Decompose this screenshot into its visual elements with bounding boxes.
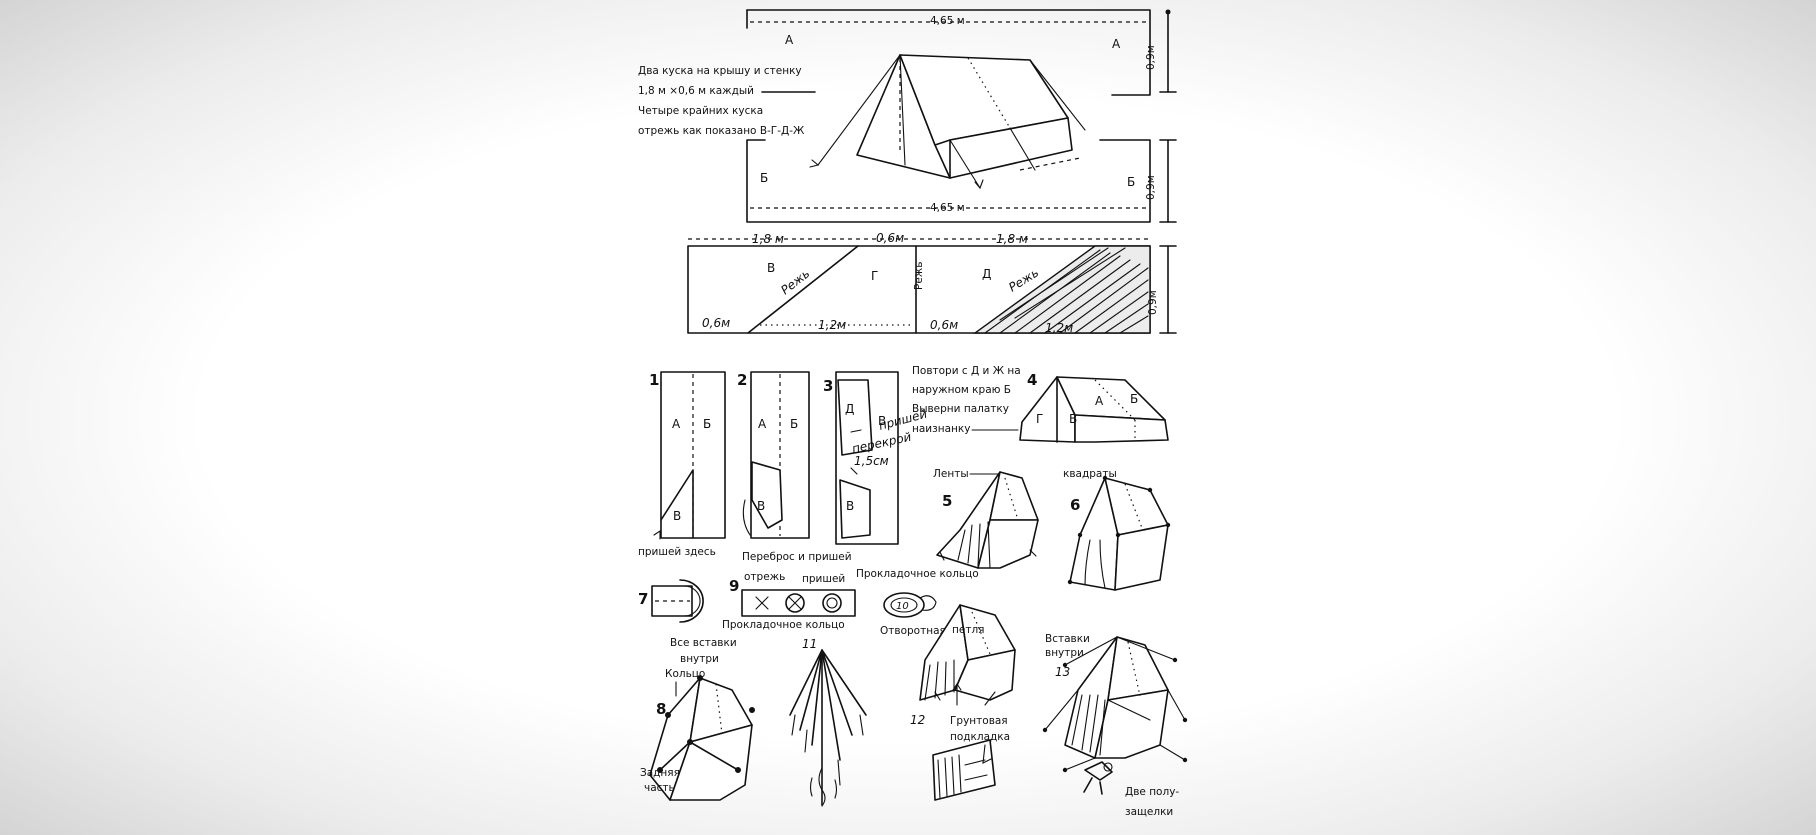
note-line-3: Четыре крайних куска [638,105,763,117]
back-part-1: Задняя [640,767,680,779]
loop-label: Отворотная [880,625,946,637]
step-2-a: А [758,417,767,431]
inserts-inside-1: Все вставки [670,637,737,649]
back-part-2: часть [644,782,675,794]
dim-09-c: 0,9м [1147,290,1159,315]
step-3-number: 3 [823,377,833,395]
ring-label: Кольцо [665,668,705,680]
ground-label-1: Грунтовая [950,715,1008,727]
ring-top-label: Прокладочное кольцо [856,568,979,580]
step-3: 3 Д В В пришей перекрой 1,5см [823,371,929,545]
overlap-size-label: 1,5см [854,454,889,468]
dim-09-b: 0,9м [1145,175,1157,200]
loop-label-2: петля [952,624,984,636]
tapes-label: Ленты [933,468,969,480]
step-4-g: Г [1036,412,1043,426]
step-11-number: 11 [802,637,817,651]
letter-a-right: А [1112,37,1121,51]
note-text: Два куска на крышу и стенку 1,8 м ×0,6 м… [638,65,816,137]
step-7-number: 7 [638,590,648,608]
step4-line-4: наизнанку [912,423,970,435]
step-8-number: 8 [656,700,666,718]
tent-main [809,54,1086,190]
step-1-number: 1 [649,371,659,389]
dim-12-bl: 1,2м [818,318,846,332]
step-13-number: 13 [1055,665,1070,679]
dim-465-top: 4,65 м [930,15,965,27]
step4-line-2: наружном краю Б [912,384,1011,396]
dim-06-bl: 0,6м [702,316,730,330]
letter-v-strip: В [767,261,775,275]
inserts-1: Вставки [1045,633,1090,645]
note-line-1: Два куска на крышу и стенку [638,65,802,77]
step-2-v: В [757,499,765,513]
step-5-number: 5 [942,492,952,510]
step-5: Ленты 5 [933,468,1039,569]
dim-06-br: 0,6м [930,318,958,332]
dim-06-mid: 0,6м [876,231,904,245]
cutting-strip: 1,8 м 0,6м 1,8 м В Г Д Режь Режь Режь 0,… [687,231,1177,335]
step-9-number: 9 [729,577,739,595]
step-6-number: 6 [1070,496,1080,514]
step-13: Вставки внутри 13 Две полу- защелки [1042,633,1188,818]
dim-465-bottom: 4,65 м [930,202,965,214]
step-3-d: Д [845,402,854,416]
step-10: 10 Отворотная [880,592,946,637]
letter-d-strip: Д [982,267,991,281]
step-7: 7 [638,579,704,623]
step-2-number: 2 [737,371,747,389]
buckle-icon [1083,761,1113,795]
letter-b-left: Б [760,171,768,185]
hatched-offcut [972,245,1151,334]
step4-line-1: Повтори с Д и Ж на [912,365,1021,377]
step-2: 2 А Б В Переброс и пришей [737,371,852,563]
step-4: Повтори с Д и Ж на наружном краю Б Вывер… [912,365,1169,443]
step-4-b: Б [1130,392,1138,406]
note-line-2: 1,8 м ×0,6 м каждый [638,85,754,97]
inserts-2: внутри [1045,647,1084,659]
step-4-a: А [1095,394,1104,408]
half-2: защелки [1125,806,1173,818]
step-2-b: Б [790,417,798,431]
step-12: петля 12 Грунтовая подкладка [910,604,1016,801]
ground-label-2: подкладка [950,731,1010,743]
rezh-vertical: Режь [913,262,925,290]
dim-18-left: 1,8 м [752,232,784,246]
sew-here-label: пришей здесь [638,546,716,558]
step-9: 9 отрежь пришей Прокладочное кольцо Прок… [722,568,979,631]
flip-sew-label: Переброс и пришей [742,551,852,563]
ring-bottom-label: Прокладочное кольцо [722,619,845,631]
step-3-v-top: В [878,414,886,428]
step-8: Все вставки внутри Кольцо 8 Задняя часть [640,637,755,801]
rezh-left: Режь [778,266,812,297]
dim-12-br: 1,2м [1045,321,1073,335]
sew-label: пришей [802,573,845,585]
step-11: 11 [789,637,867,807]
step-1-a: А [672,417,681,431]
dim-09-a: 0,9м [1145,45,1157,70]
step-6: квадраты 6 [1063,468,1171,591]
dim-18-right: 1,8 м [996,232,1028,246]
panel-b: 4,65 м Б Б 0,9м [746,139,1177,223]
step-1: 1 А Б В пришей здесь [638,371,726,558]
note-line-4: отрежь как показано В-Г-Д-Ж [638,125,805,137]
step-4-number: 4 [1027,371,1037,389]
step4-line-3: Выверни палатку [912,403,1009,415]
half-1: Две полу- [1125,786,1179,798]
step-3-v-bottom: В [846,499,854,513]
step-1-b: Б [703,417,711,431]
inserts-inside-2: внутри [680,653,719,665]
letter-g-strip: Г [871,269,878,283]
cut-label: отрежь [744,571,785,583]
step-12-number: 12 [910,713,925,727]
step-1-v: В [673,509,681,523]
step-4-v: В [1069,412,1077,426]
step-10-number: 10 [896,601,909,612]
letter-a-left: А [785,33,794,47]
letter-b-right: Б [1127,175,1135,189]
panel-a: 4,65 м А А 0,9м [746,9,1177,96]
